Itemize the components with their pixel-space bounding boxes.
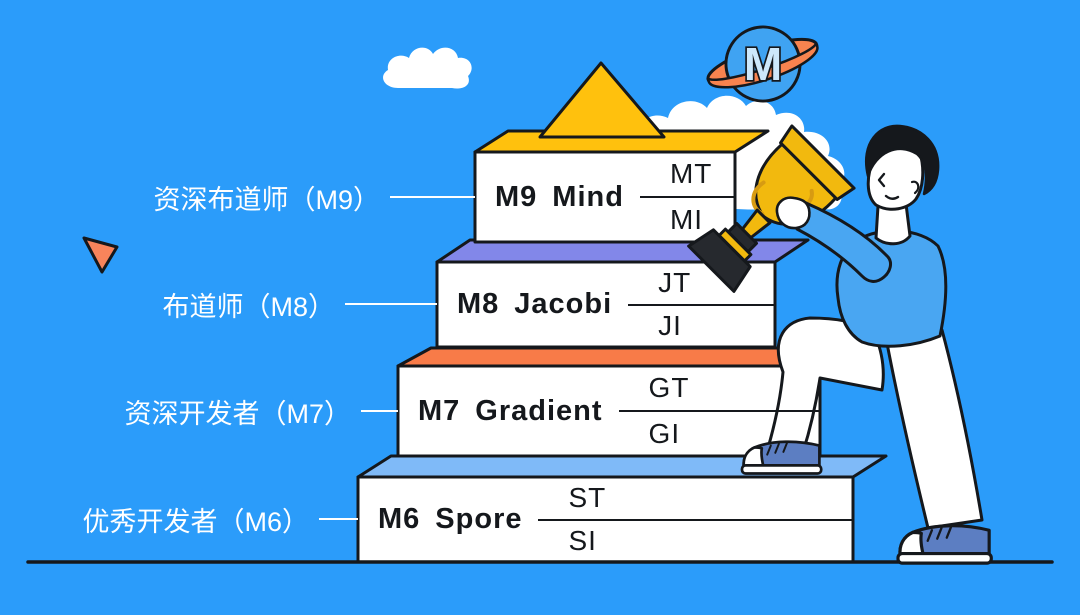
side-label-m9: 资深布道师（M9） [153,177,475,217]
fraction-bottom: JI [658,310,682,342]
fraction-bottom: GI [648,418,681,449]
side-label-m6: 优秀开发者（M6） [82,499,358,539]
level-name: Gradient [475,394,603,427]
person-eye [877,172,886,188]
cloud-icon [383,47,472,89]
fraction-top: MT [639,152,735,198]
label-connector-line [390,196,475,198]
step-title: M8 Jacobi [457,288,612,321]
level-name: Jacobi [514,288,613,320]
step-panel-m9: M9 Mind MT MI [475,152,735,242]
person-hair [865,124,940,196]
level-codes-fraction: ST SI [538,477,853,562]
sneaker-icon [896,524,993,565]
person-illustration [687,124,993,565]
peak-triangle-icon [538,61,666,139]
step-title: M6 Spore [378,503,522,536]
level-name: Mind [552,180,624,213]
step-panel-m7: M7 Gradient GT GI [398,366,820,456]
person-neck [874,202,912,246]
step-panel-m8: M8 Jacobi JT JI [437,262,775,347]
step-title: M9 Mind [495,181,624,214]
level-name: Spore [435,503,523,535]
level-codes-fraction: JT JI [628,262,775,347]
step-title: M7 Gradient [418,395,603,428]
level-codes-fraction: GT GI [618,366,820,456]
person-mouth [884,194,900,200]
fraction-top: ST [538,477,853,521]
fraction-bottom: MI [669,204,704,235]
fraction-bottom: SI [568,525,597,557]
side-label-text: 资深开发者（M7） [124,398,351,429]
planet-icon [706,25,819,103]
level-codes-fraction: MT MI [639,152,735,242]
person-arm [795,201,893,283]
level-code: M9 [495,180,538,213]
level-code: M6 [378,503,421,535]
side-label-text: 资深布道师（M9） [153,184,380,215]
planet-letter: M [744,38,782,90]
side-label-m7: 资深开发者（M7） [124,391,398,431]
level-code: M7 [418,394,461,427]
side-label-text: 布道师（M8） [162,291,335,322]
person-hand [775,196,811,230]
label-connector-line [361,410,398,412]
level-code: M8 [457,288,500,320]
side-label-m8: 布道师（M8） [162,284,437,324]
fraction-top: JT [628,262,775,306]
sneaker-icon [740,440,823,475]
label-connector-line [345,303,437,305]
person-ear [910,180,920,195]
decor-triangle-icon [82,236,119,274]
trophy-icon [687,124,856,293]
side-label-text: 优秀开发者（M6） [82,506,309,537]
fraction-top: GT [618,366,820,412]
person-left-leg [766,316,885,454]
step-panel-m6: M6 Spore ST SI [358,477,853,562]
person-right-leg [884,328,984,530]
label-connector-line [319,518,358,520]
